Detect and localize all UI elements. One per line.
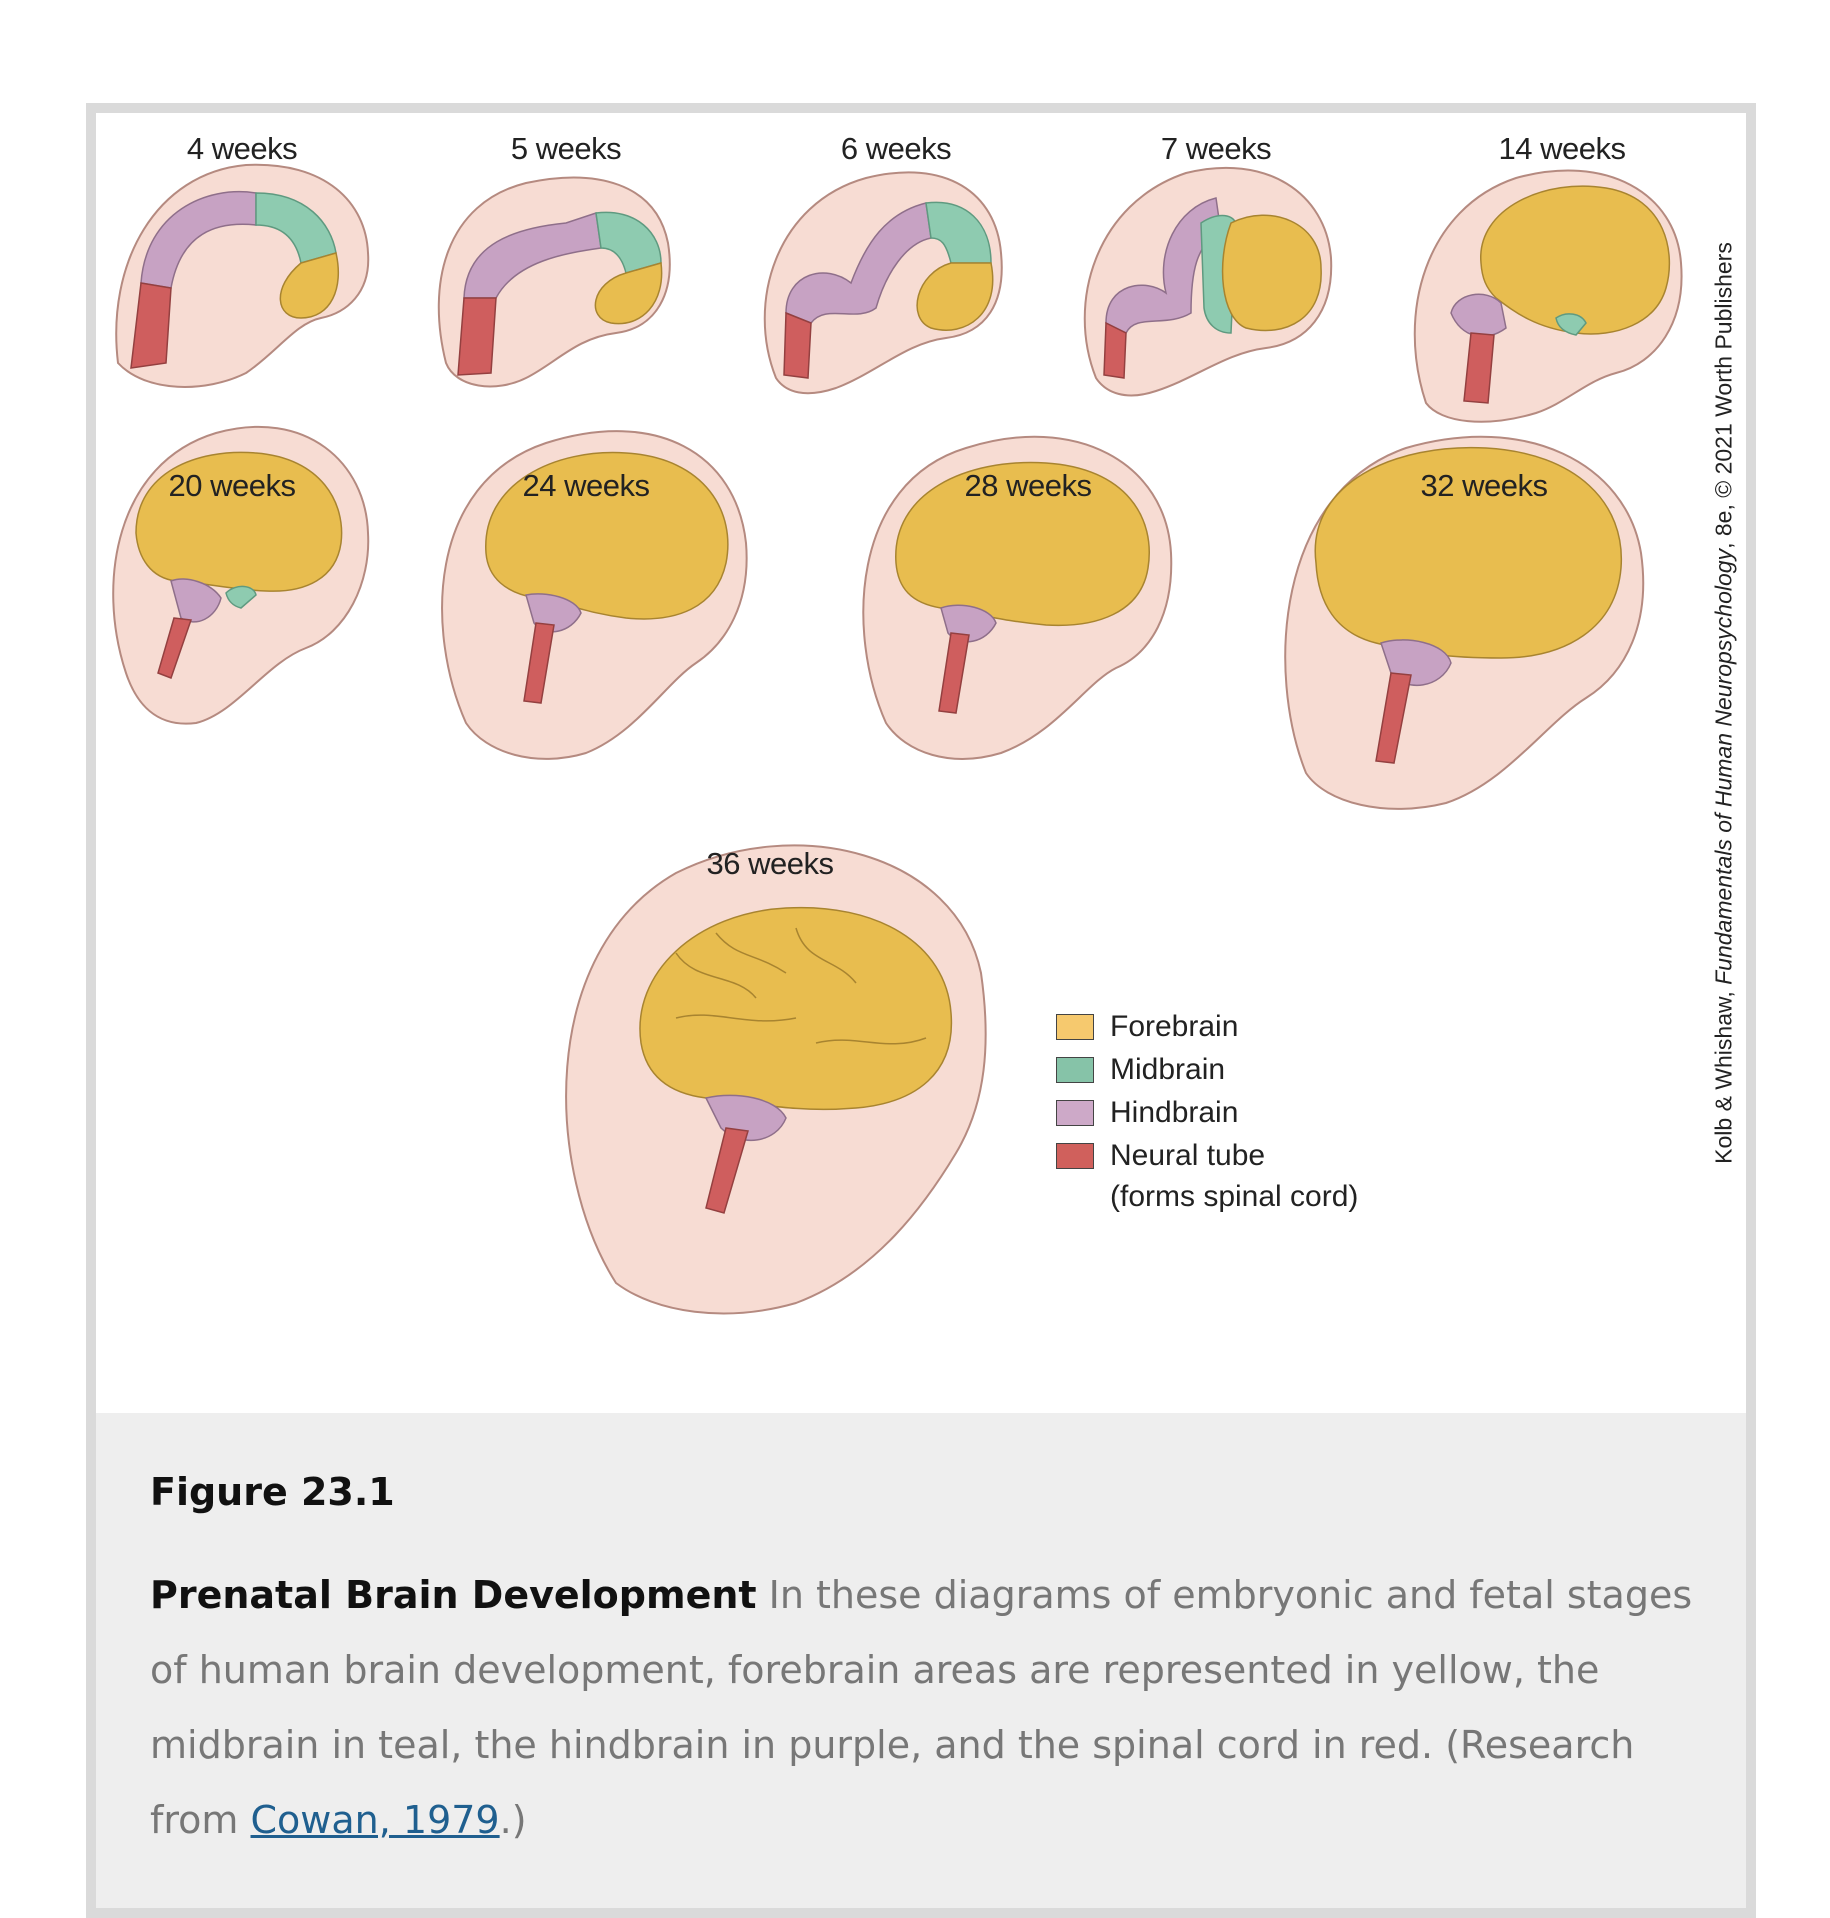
figure-caption: Figure 23.1 Prenatal Brain Development I…	[96, 1413, 1746, 1908]
legend-label: Forebrain	[1110, 1009, 1239, 1043]
legend-label: Hindbrain	[1110, 1095, 1239, 1129]
legend-note: (forms spinal cord)	[1110, 1180, 1359, 1213]
caption-body: In these diagrams of embryonic and fetal…	[150, 1573, 1693, 1842]
fetus-14-weeks	[1413, 169, 1683, 423]
fetus-32-weeks	[1284, 435, 1645, 810]
fetus-24-weeks	[441, 430, 748, 760]
embryo-5-weeks	[437, 176, 671, 388]
color-legend: Forebrain Midbrain Hindbrain Neural tube…	[1056, 1005, 1358, 1217]
figure-number: Figure 23.1	[150, 1470, 395, 1514]
legend-item-neural-tube: Neural tube	[1056, 1134, 1358, 1177]
credit-suffix: , 8e, © 2021 Worth Publishers	[1710, 242, 1737, 549]
stage-label-6-weeks: 6 weeks	[840, 131, 952, 166]
embryo-7-weeks	[1083, 166, 1333, 397]
stage-label-24-weeks: 24 weeks	[522, 468, 650, 503]
stage-label-20-weeks: 20 weeks	[168, 468, 296, 503]
embryo-4-weeks	[115, 163, 370, 388]
legend-swatch-forebrain	[1056, 1013, 1094, 1040]
citation-link[interactable]: Cowan, 1979	[250, 1798, 500, 1842]
copyright-credit: Kolb & Whishaw, Fundamentals of Human Ne…	[1711, 242, 1738, 1164]
legend-label: Midbrain	[1110, 1052, 1226, 1086]
stage-label-7-weeks: 7 weeks	[1160, 131, 1272, 166]
embryo-6-weeks	[763, 171, 1003, 395]
legend-item-forebrain: Forebrain	[1056, 1005, 1358, 1048]
stage-label-14-weeks: 14 weeks	[1498, 131, 1626, 166]
figure-illustration: 4 weeks 5 weeks 6 weeks 7 weeks 14 weeks…	[96, 113, 1746, 1413]
legend-swatch-midbrain	[1056, 1056, 1094, 1083]
stage-label-36-weeks: 36 weeks	[706, 846, 834, 881]
legend-item-hindbrain: Hindbrain	[1056, 1091, 1358, 1134]
caption-end: .)	[499, 1798, 527, 1842]
caption-text: Prenatal Brain Development In these diag…	[150, 1558, 1710, 1858]
credit-book-title: Fundamentals of Human Neuropsychology	[1710, 548, 1737, 985]
fetus-20-weeks	[112, 425, 370, 725]
fetus-28-weeks	[862, 435, 1173, 760]
fetus-36-weeks	[565, 844, 987, 1315]
stage-label-4-weeks: 4 weeks	[186, 131, 298, 166]
stage-label-28-weeks: 28 weeks	[964, 468, 1092, 503]
credit-prefix: Kolb & Whishaw,	[1710, 984, 1737, 1164]
legend-item-midbrain: Midbrain	[1056, 1048, 1358, 1091]
legend-label: Neural tube	[1110, 1138, 1266, 1172]
stage-label-5-weeks: 5 weeks	[510, 131, 622, 166]
figure-container: 4 weeks 5 weeks 6 weeks 7 weeks 14 weeks…	[86, 103, 1756, 1918]
legend-swatch-neural-tube	[1056, 1142, 1094, 1169]
legend-swatch-hindbrain	[1056, 1099, 1094, 1126]
caption-title: Prenatal Brain Development	[150, 1573, 757, 1617]
stage-label-32-weeks: 32 weeks	[1420, 468, 1548, 503]
brain-development-drawings	[112, 163, 1683, 1315]
